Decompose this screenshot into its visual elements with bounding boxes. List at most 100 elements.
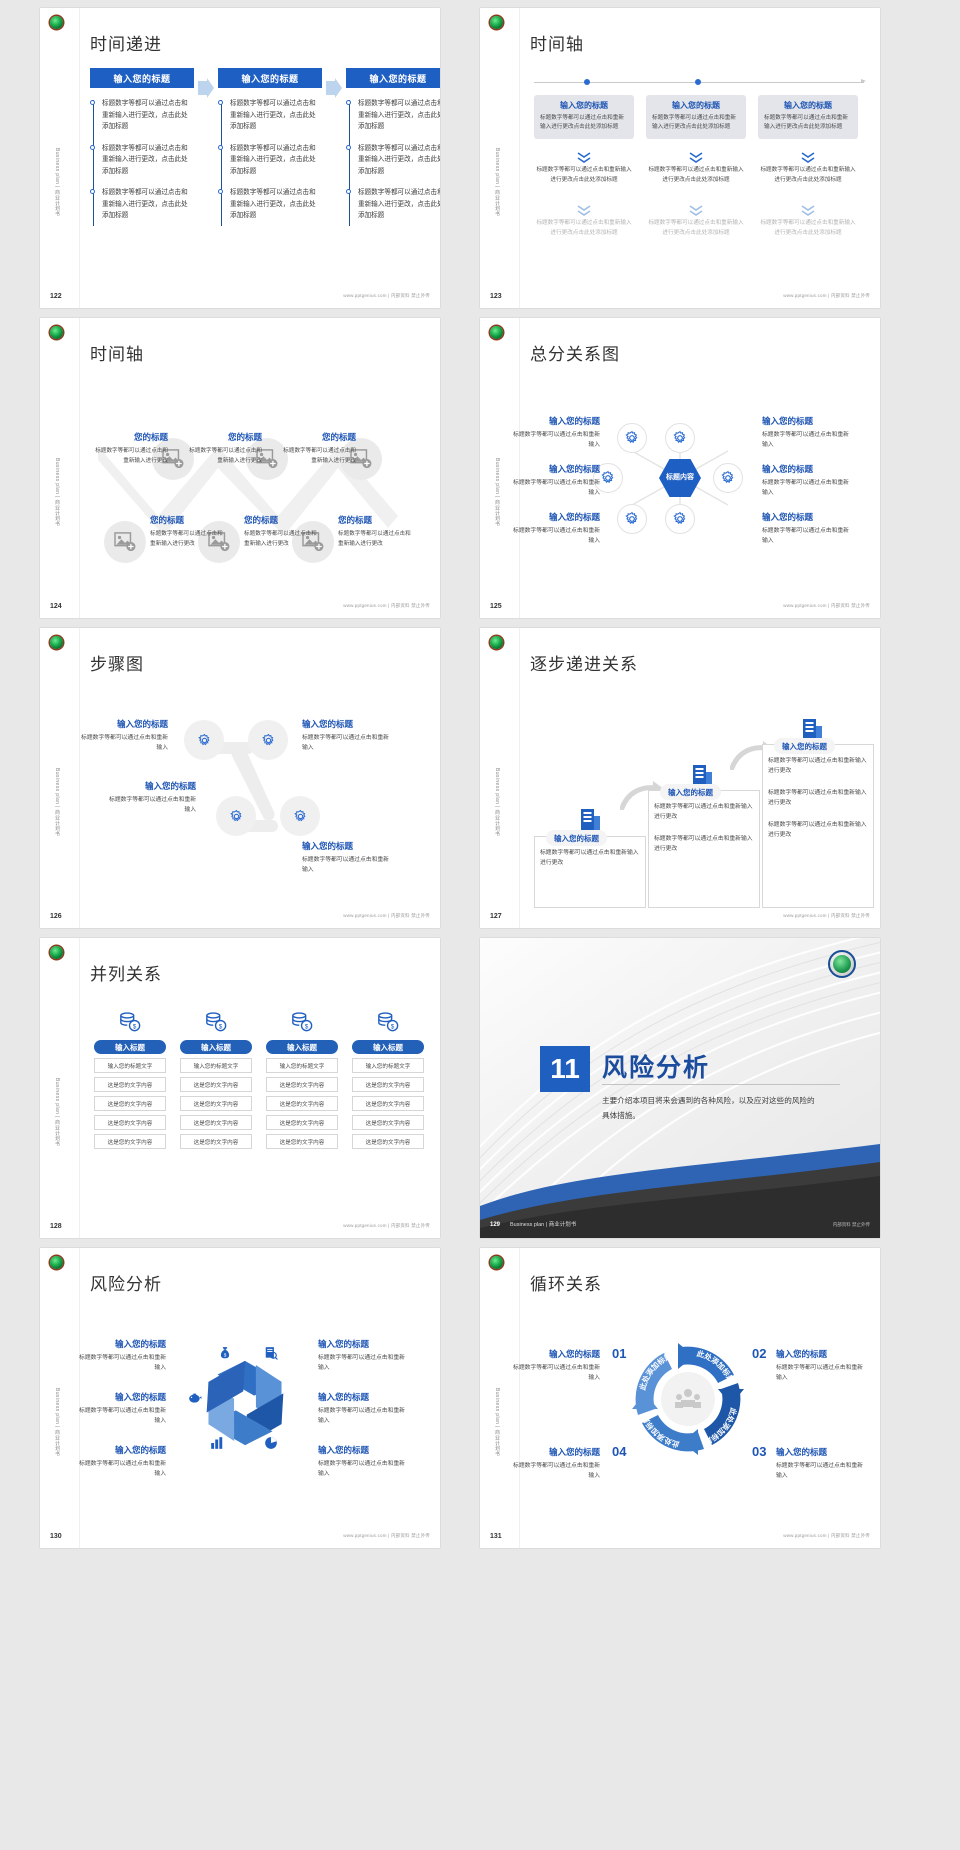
coins-icon: $ xyxy=(180,1010,252,1037)
brand-logo-icon xyxy=(490,636,503,649)
parallel-column-4[interactable]: $ 输入标题 输入您的标题文字 这是您的文字内容 这是您的文字内容 这是您的文字… xyxy=(352,1010,424,1149)
building-icon-3 xyxy=(802,716,824,745)
brand-logo-icon xyxy=(50,636,63,649)
column-pill[interactable]: 输入标题 xyxy=(352,1040,424,1054)
column-pill[interactable]: 输入标题 xyxy=(180,1040,252,1054)
node-body: 标题数字等都可以通过点击和重新输入 xyxy=(318,1355,405,1372)
list-row: 这是您的文字内容 xyxy=(180,1134,252,1149)
brand-logo-icon xyxy=(50,946,63,959)
page-title: 时间轴 xyxy=(530,35,584,54)
step-panel-2[interactable] xyxy=(648,790,760,908)
step-node-4[interactable] xyxy=(280,796,320,836)
parallel-column-1[interactable]: $ 输入标题 输入您的标题文字 这是您的文字内容 这是您的文字内容 这是您的文字… xyxy=(94,1010,166,1149)
slide-129-cover[interactable]: 11 风险分析 主要介绍本项目将来会遇到的各种风险，以及应对这些的风险的具体措施… xyxy=(480,938,880,1238)
column-header: 输入您的标题 xyxy=(346,68,440,88)
node-body: 标题数字等都可以通过点击和重新输入 xyxy=(762,480,849,497)
slide-123[interactable]: Business plan | 商业计划书 时间轴 输入您的标题 标题数字等都可… xyxy=(480,8,880,308)
node-body: 标题数字等都可以通过点击和重新输入进行更改 xyxy=(150,531,223,548)
page-title: 风险分析 xyxy=(90,1275,162,1294)
slide-124[interactable]: Business plan | 商业计划书 时间轴 xyxy=(40,318,440,618)
axis-arrow-icon xyxy=(861,78,866,83)
parallel-column-3[interactable]: $ 输入标题 输入您的标题文字 这是您的文字内容 这是您的文字内容 这是您的文字… xyxy=(266,1010,338,1149)
timeline-card-2[interactable]: 输入您的标题 标题数字等都可以通过点击和重新输入进行更改点击此处添加标题 xyxy=(646,95,746,140)
cycle-number-01: 01 xyxy=(612,1346,627,1361)
step-body-2b: 标题数字等都可以通过点击和重新输入进行更改 xyxy=(654,836,753,853)
step-panel-3[interactable] xyxy=(762,744,874,908)
money-bag-icon: $ xyxy=(218,1346,232,1365)
slide-126[interactable]: Business plan | 商业计划书 步骤图 输入您的标题 标题数字等都可… xyxy=(40,628,440,928)
progress-column-3[interactable]: 输入您的标题 标题数字等都可以通过点击和重新输入进行更改，点击此处添加标题 标题… xyxy=(345,68,440,232)
slide-gutter xyxy=(480,1248,520,1548)
step-body-2a: 标题数字等都可以通过点击和重新输入进行更改 xyxy=(654,804,753,821)
card-body: 标题数字等都可以通过点击和重新输入进行更改点击此处添加标题 xyxy=(540,115,624,131)
node-body: 标题数字等都可以通过点击和重新输入 xyxy=(79,1408,166,1425)
card-body: 标题数字等都可以通过点击和重新输入进行更改点击此处添加标题 xyxy=(652,115,736,131)
node-title: 输入您的标题 xyxy=(548,464,600,474)
node-title: 输入您的标题 xyxy=(302,841,354,851)
progress-column-1[interactable]: 输入您的标题 标题数字等都可以通过点击和重新输入进行更改，点击此处添加标题 标题… xyxy=(89,68,194,232)
gear-icon xyxy=(673,430,686,444)
list-item: 标题数字等都可以通过点击和重新输入进行更改，点击此处添加标题 xyxy=(89,143,194,178)
cycle-diagram xyxy=(632,1343,744,1455)
step-panel-1[interactable] xyxy=(534,836,646,908)
image-placeholder-4[interactable] xyxy=(104,521,146,563)
node-title: 输入您的标题 xyxy=(548,512,600,522)
step-node-3[interactable] xyxy=(216,796,256,836)
gear-node-3[interactable] xyxy=(593,463,623,493)
gear-node-6[interactable] xyxy=(665,504,695,534)
column-pill[interactable]: 输入标题 xyxy=(94,1040,166,1054)
progress-column-2[interactable]: 输入您的标题 标题数字等都可以通过点击和重新输入进行更改，点击此处添加标题 标题… xyxy=(217,68,322,232)
gear-icon xyxy=(721,470,734,484)
footer-website: 内部资料 禁止外传 xyxy=(832,1222,870,1227)
node-body: 标题数字等都可以通过点击和重新输入 xyxy=(513,432,600,449)
image-placeholder-5[interactable] xyxy=(198,521,240,563)
image-placeholder-2[interactable] xyxy=(246,438,288,480)
node-body: 标题数字等都可以通过点击和重新输入 xyxy=(513,480,600,497)
node-title: 您的标题 xyxy=(338,515,373,525)
page-number: 123 xyxy=(490,293,502,300)
list-item: 标题数字等都可以通过点击和重新输入进行更改，点击此处添加标题 xyxy=(89,98,194,133)
step-node-1[interactable] xyxy=(184,720,224,760)
svg-text:$: $ xyxy=(133,1023,137,1030)
hub-node[interactable]: 标题内容 xyxy=(659,459,701,497)
timeline-line xyxy=(221,100,223,226)
step-node-2[interactable] xyxy=(248,720,288,760)
cycle-number-04: 04 xyxy=(612,1444,627,1459)
page-number: 125 xyxy=(490,603,502,610)
parallel-column-2[interactable]: $ 输入标题 输入您的标题文字 这是您的文字内容 这是您的文字内容 这是您的文字… xyxy=(180,1010,252,1149)
node-body: 标题数字等都可以通过点击和重新输入 xyxy=(79,1355,166,1372)
svg-text:$: $ xyxy=(391,1023,395,1030)
image-icon xyxy=(208,532,230,552)
vertical-brand-label: Business plan | 商业计划书 xyxy=(494,768,500,837)
step-title-2: 输入您的标题 xyxy=(660,784,721,800)
slide-125[interactable]: Business plan | 商业计划书 总分关系图 标题内容 xyxy=(480,318,880,618)
node-body: 标题数字等都可以通过点击和重新输入 xyxy=(79,1461,166,1478)
slide-130[interactable]: Business plan | 商业计划书 风险分析 $ xyxy=(40,1248,440,1548)
column-pill[interactable]: 输入标题 xyxy=(266,1040,338,1054)
brand-logo-icon xyxy=(490,16,503,29)
gear-node-2[interactable] xyxy=(665,423,695,453)
image-placeholder-6[interactable] xyxy=(292,521,334,563)
slide-122[interactable]: Business plan | 商业计划书 时间递进 输入您的标题 标题数字等都… xyxy=(40,8,440,308)
timeline-card-3[interactable]: 输入您的标题 标题数字等都可以通过点击和重新输入进行更改点击此处添加标题 xyxy=(758,95,858,140)
slide-127[interactable]: Business plan | 商业计划书 逐步递进关系 输入您的标题 标题数字… xyxy=(480,628,880,928)
chevron-down-icon xyxy=(646,151,746,169)
gear-node-1[interactable] xyxy=(617,423,647,453)
image-placeholder-1[interactable] xyxy=(152,438,194,480)
node-title: 输入您的标题 xyxy=(116,719,168,729)
image-placeholder-3[interactable] xyxy=(340,438,382,480)
timeline-card-1[interactable]: 输入您的标题 标题数字等都可以通过点击和重新输入进行更改点击此处添加标题 xyxy=(534,95,634,140)
chapter-title: 风险分析 xyxy=(602,1054,711,1082)
vertical-brand-label: Business plan | 商业计划书 xyxy=(54,1078,60,1147)
footer-website: www.pptgenius.com | 内部资料 禁止外传 xyxy=(343,913,430,918)
list-item: 标题数字等都可以通过点击和重新输入进行更改，点击此处添加标题 xyxy=(217,143,322,178)
node-title: 输入您的标题 xyxy=(762,512,814,522)
gear-node-4[interactable] xyxy=(713,463,743,493)
svg-text:$: $ xyxy=(305,1023,309,1030)
page-number: 130 xyxy=(50,1533,62,1540)
gear-node-5[interactable] xyxy=(617,504,647,534)
node-title: 您的标题 xyxy=(150,515,185,525)
slide-128[interactable]: Business plan | 商业计划书 并列关系 $ 输入标题 输入您的标题… xyxy=(40,938,440,1238)
gear-icon xyxy=(673,511,686,525)
slide-131[interactable]: Business plan | 商业计划书 循环关系 xyxy=(480,1248,880,1548)
